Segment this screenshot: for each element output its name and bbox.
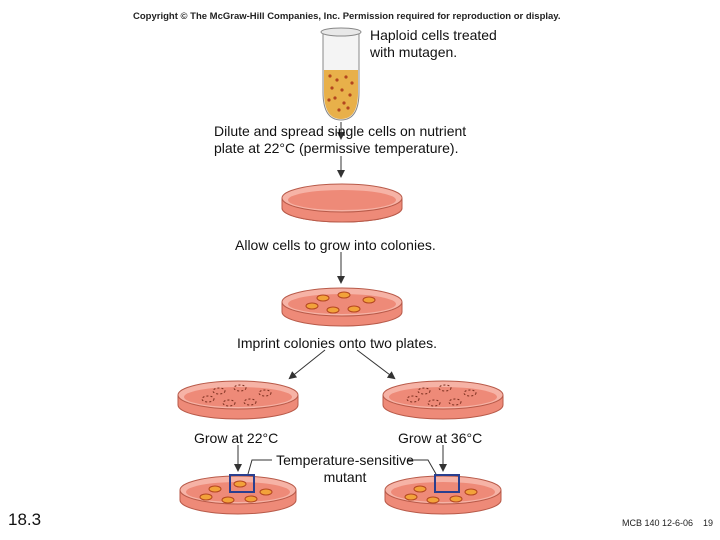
plate-grown-22c: [179, 474, 297, 515]
label-mutagen: Haploid cells treated with mutagen.: [370, 27, 497, 61]
highlight-box-right: [434, 474, 460, 493]
copyright-notice: Copyright © The McGraw-Hill Companies, I…: [133, 11, 561, 22]
plate-imprint-22c: [177, 380, 299, 420]
colonies: [404, 485, 478, 504]
mutant-pointer-left: [247, 459, 272, 475]
label-mutant-text: Temperature-sensitive mutant: [276, 452, 414, 485]
imprint-spots: [406, 384, 477, 407]
highlight-box-left: [229, 474, 255, 493]
test-tube: [320, 27, 362, 121]
label-grow-22c: Grow at 22°C: [194, 430, 279, 446]
footer-text: MCB 140 12-6-06: [622, 518, 694, 528]
tube-cells: [327, 74, 354, 112]
plate-grown-36c: [384, 474, 502, 515]
plate-spread: [281, 183, 403, 223]
imprint-spots: [201, 384, 272, 407]
label-dilute: Dilute and spread single cells on nutrie…: [214, 123, 466, 157]
arrow-right: [356, 349, 396, 380]
plate-imprint-36c: [382, 380, 504, 420]
colonies: [199, 480, 273, 504]
mutant-pointer-right: [408, 459, 437, 475]
slide-number: 18.3: [8, 510, 42, 529]
label-mutant: Temperature-sensitive mutant: [270, 452, 420, 486]
label-dilute-text: Dilute and spread single cells on nutrie…: [214, 123, 467, 156]
label-mutagen-text: Haploid cells treated with mutagen.: [370, 27, 497, 60]
page-number: 19: [703, 518, 714, 528]
label-grow-36c: Grow at 36°C: [398, 430, 483, 446]
plate-colonies: [281, 287, 403, 327]
label-imprint: Imprint colonies onto two plates.: [237, 335, 437, 351]
tube-liquid: [324, 70, 358, 119]
colonies: [305, 291, 376, 314]
arrow-left: [288, 349, 326, 380]
label-grow-colonies: Allow cells to grow into colonies.: [235, 237, 436, 253]
